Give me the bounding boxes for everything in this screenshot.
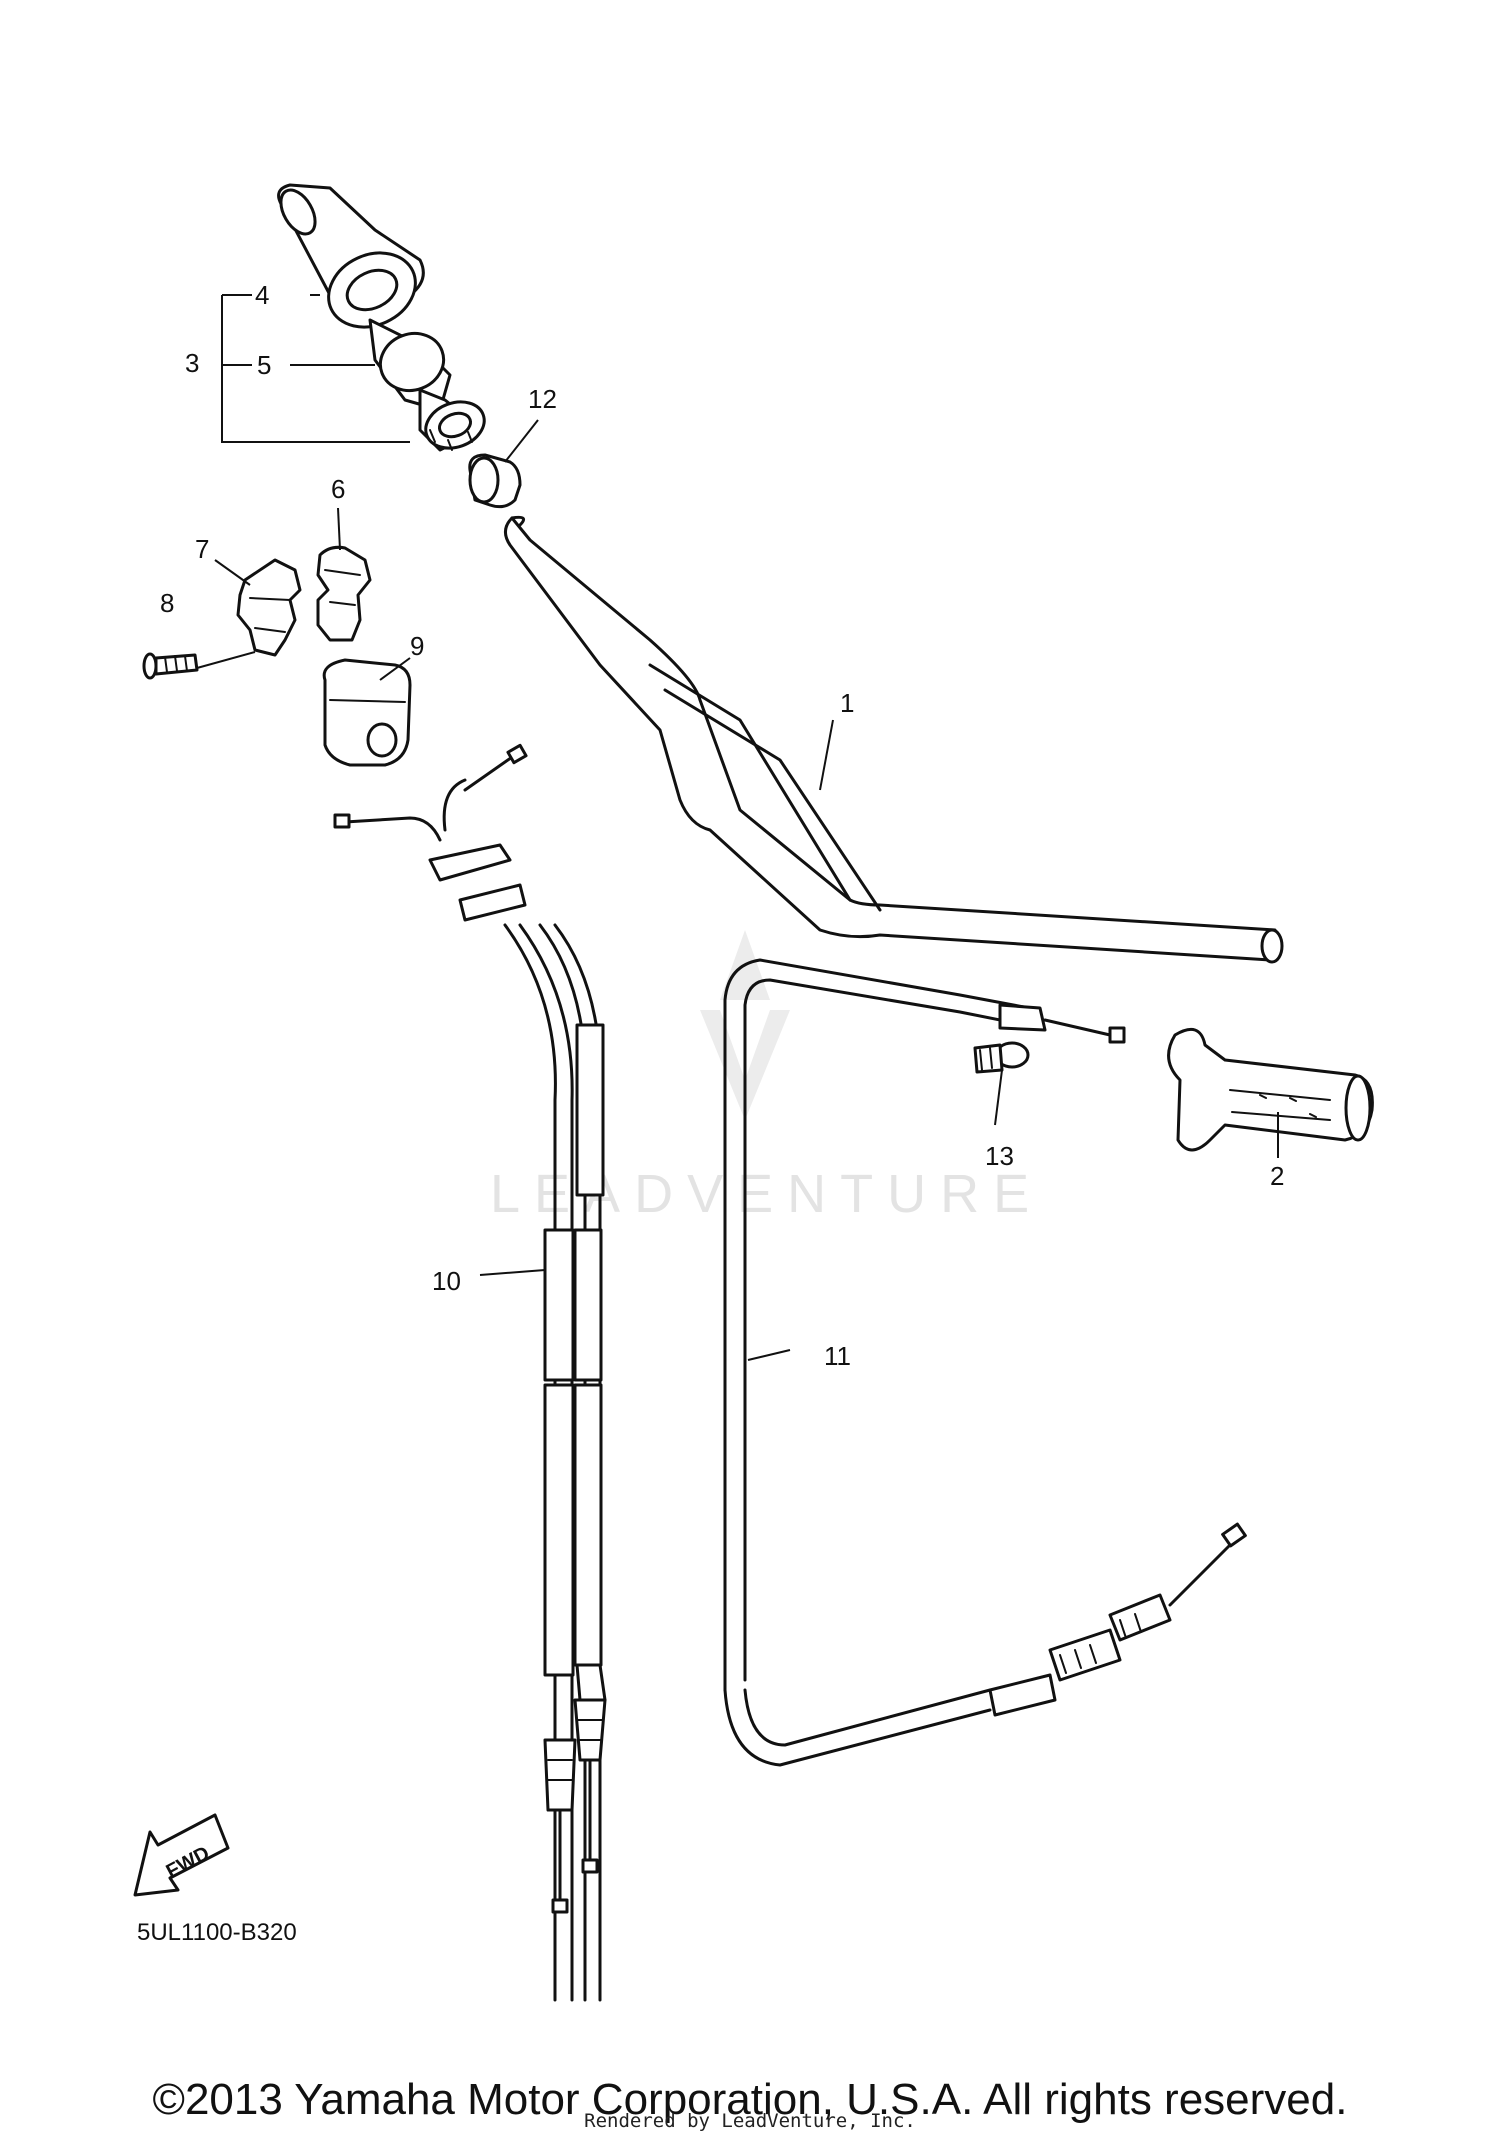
callout-6: 6: [331, 474, 345, 504]
callout-1: 1: [840, 688, 854, 718]
fwd-arrow: FWD: [133, 1813, 230, 1897]
callout-5: 5: [257, 350, 271, 380]
diagram-code: 5UL1100-B320: [137, 1919, 297, 1946]
holder-upper: [316, 545, 372, 642]
callout-3: 3: [185, 348, 199, 378]
callout-9: 9: [410, 631, 424, 661]
copyright-notice: ©2013 Yamaha Motor Corporation, U.S.A. A…: [152, 2075, 1348, 2124]
callout-12: 12: [528, 384, 557, 414]
holder-lower: [236, 558, 302, 657]
rendered-by-notice: Rendered by LeadVenture, Inc.: [584, 2110, 916, 2132]
callout-13: 13: [985, 1141, 1014, 1171]
callout-7: 7: [195, 534, 209, 564]
callout-4: 4: [255, 280, 269, 310]
clutch-cable: [723, 958, 1247, 1767]
callout-10: 10: [432, 1266, 461, 1296]
callout-11: 11: [824, 1341, 851, 1371]
bolt: [973, 1041, 1030, 1074]
handlebar: [504, 515, 1284, 964]
housing: [322, 658, 412, 767]
callout-labels: 1 2 3 4 5 6 7 8 9 10 11 12 13: [160, 280, 1284, 1371]
leader-lines: [196, 294, 1279, 1361]
throttle-cables: [333, 743, 607, 2002]
callout-2: 2: [1270, 1161, 1284, 1191]
callout-8: 8: [160, 588, 174, 618]
collar: [468, 453, 522, 509]
screw: [142, 652, 199, 680]
right-grip: [1167, 1027, 1374, 1152]
throttle-grip-assembly: [277, 183, 486, 452]
